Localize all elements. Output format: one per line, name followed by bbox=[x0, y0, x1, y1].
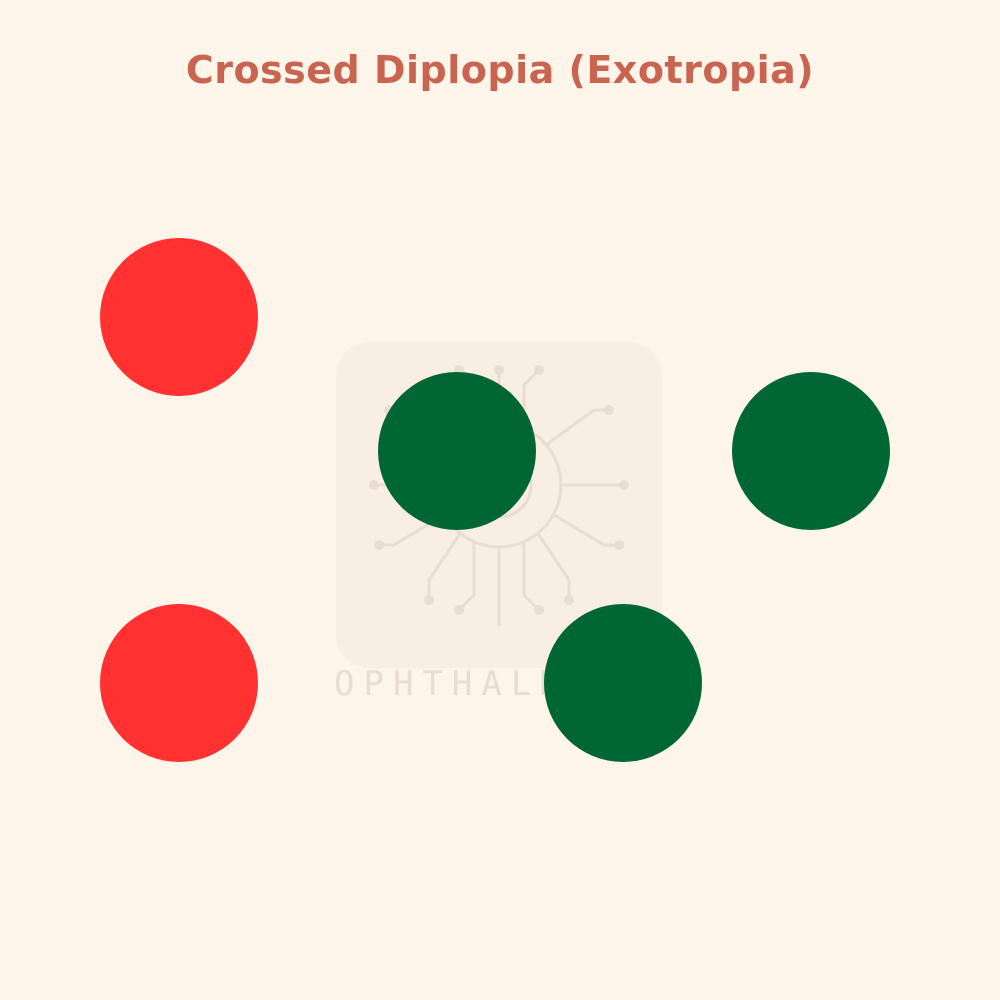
circuit-nodes bbox=[369, 365, 629, 615]
green-dot-middle bbox=[378, 372, 536, 530]
diagram-title: Crossed Diplopia (Exotropia) bbox=[185, 48, 815, 92]
red-dot-bottom bbox=[100, 604, 258, 762]
circuit-lines bbox=[372, 368, 626, 627]
green-dot-lower bbox=[544, 604, 702, 762]
red-dot-top bbox=[100, 238, 258, 396]
green-dot-right bbox=[732, 372, 890, 530]
